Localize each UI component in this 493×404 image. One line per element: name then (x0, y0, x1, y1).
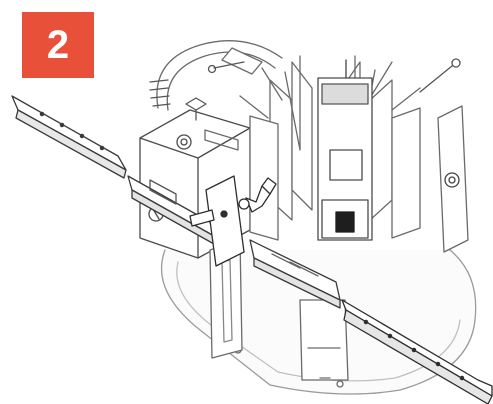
bar-hanger-clip (189, 175, 277, 267)
flexible-conduit (149, 40, 283, 111)
spring-clips (207, 58, 461, 93)
driver-housing (317, 59, 373, 241)
hanger-bar-left (11, 95, 127, 179)
mounting-screws (185, 97, 207, 121)
step-number-badge: 2 (22, 12, 94, 78)
hanger-bar-right (341, 299, 493, 404)
step-number: 2 (46, 23, 70, 67)
lower-bracket (209, 239, 349, 381)
right-bracket (437, 105, 469, 253)
sliding-bar-assembly (127, 175, 341, 309)
